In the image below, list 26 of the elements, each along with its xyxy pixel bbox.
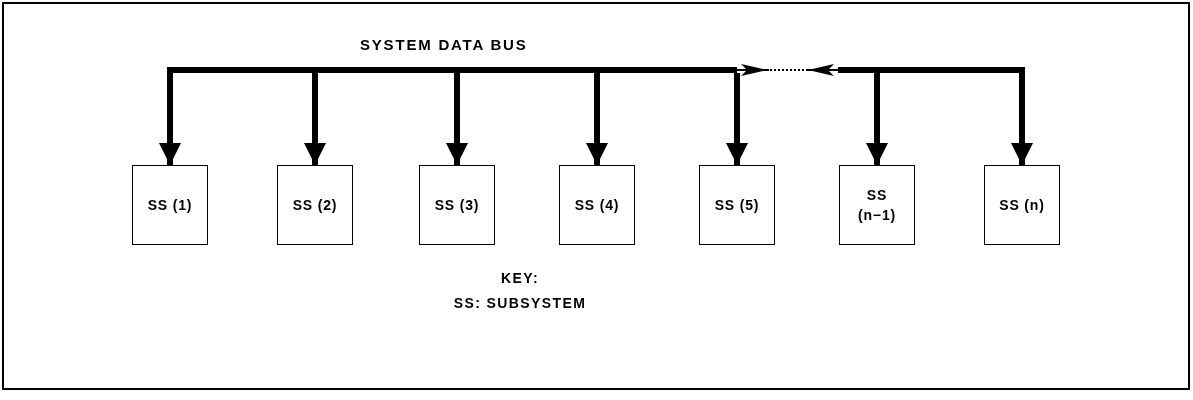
- key-text: SS: SUBSYSTEM: [453, 294, 587, 313]
- subsystem-box: [132, 165, 208, 245]
- arrow: [304, 73, 326, 165]
- subsystem-box: [559, 165, 635, 245]
- arrow: [726, 73, 748, 165]
- key-text: KEY:: [501, 269, 539, 288]
- subsystem-box: [984, 165, 1060, 245]
- subsystem-box: [839, 165, 915, 245]
- subsystem-label: SS (5): [713, 196, 761, 215]
- subsystem-box: [277, 165, 353, 245]
- arrow: [1011, 73, 1033, 165]
- subsystem-box: [699, 165, 775, 245]
- subsystem-label: SS (3): [433, 196, 481, 215]
- subsystem-label: SS (1): [146, 196, 194, 215]
- subsystem-label: SS (n−1): [856, 186, 897, 225]
- subsystem-label: SS (4): [573, 196, 621, 215]
- subsystem-box: [419, 165, 495, 245]
- subsystem-label: SS (2): [291, 196, 339, 215]
- diagram-title: SYSTEM DATA BUS: [360, 35, 528, 55]
- arrow: [736, 64, 768, 76]
- arrow: [446, 73, 468, 165]
- arrow: [866, 73, 888, 165]
- subsystem-label: SS (n): [998, 196, 1046, 215]
- arrow: [807, 64, 839, 76]
- arrow: [586, 73, 608, 165]
- arrow: [159, 73, 181, 165]
